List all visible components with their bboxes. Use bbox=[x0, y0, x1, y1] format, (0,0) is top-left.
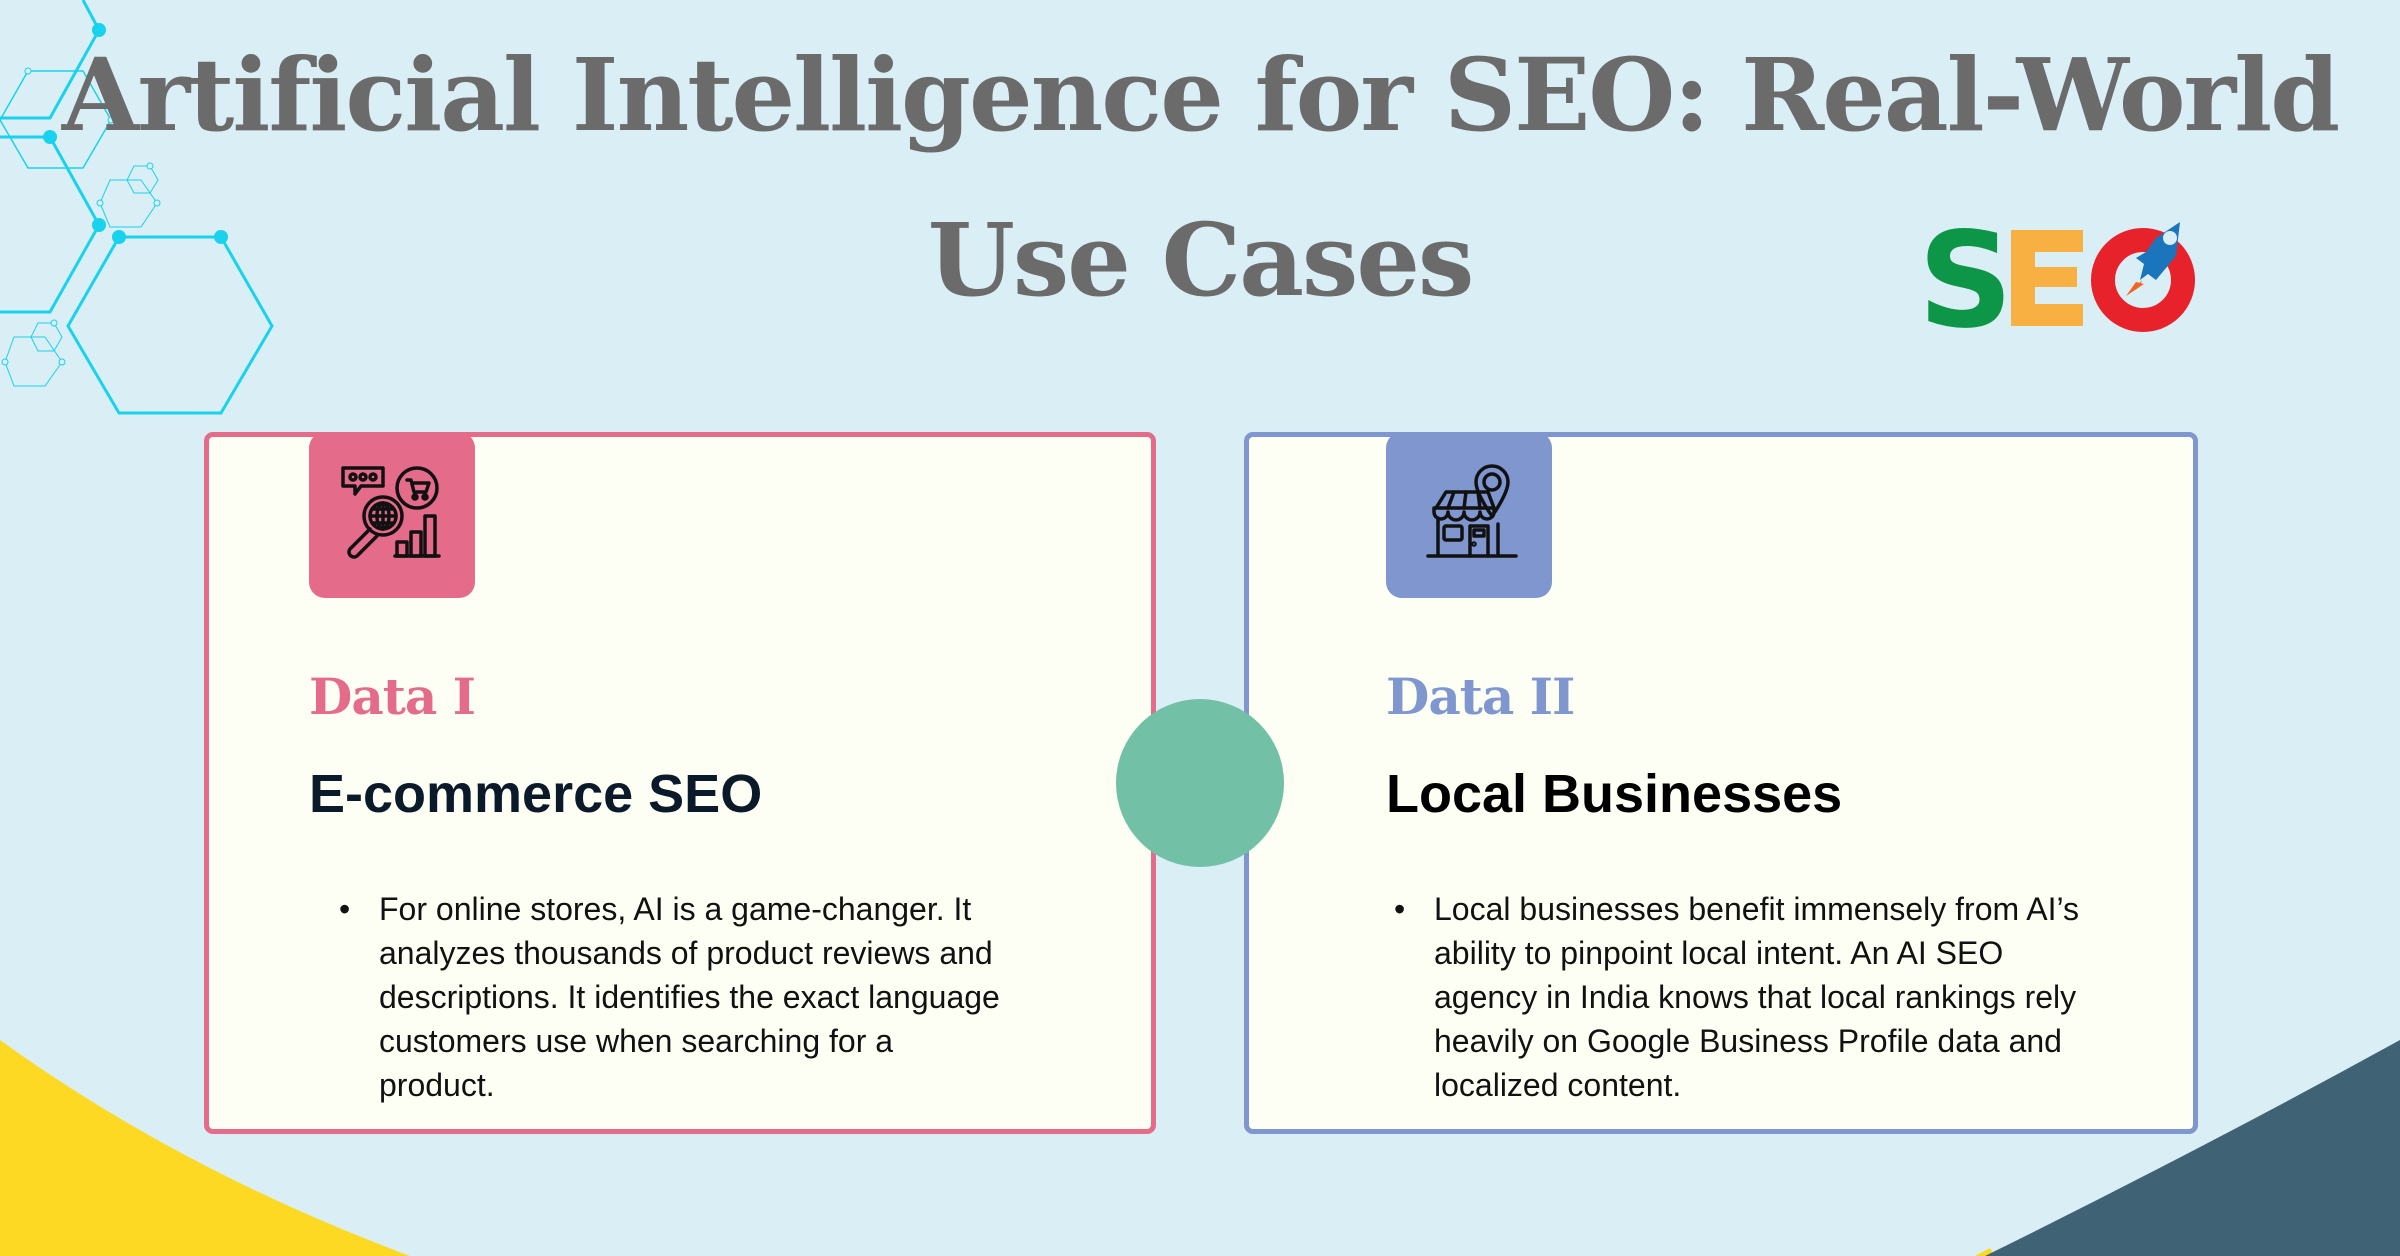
page-title-line-1: Artificial Intelligence for SEO: Real-Wo… bbox=[61, 36, 2340, 154]
yellow-corner-shape bbox=[0, 1040, 410, 1256]
list-item: • Local businesses benefit immensely fro… bbox=[1394, 887, 2114, 1107]
rocket-icon bbox=[2126, 222, 2180, 296]
connector-circle bbox=[1116, 699, 1284, 867]
card-kicker: Data II bbox=[1386, 667, 1575, 726]
card-kicker: Data I bbox=[309, 667, 476, 726]
page-title-line-2: Use Cases bbox=[927, 201, 1475, 319]
card-bullet-list: • For online stores, AI is a game-change… bbox=[331, 887, 1009, 1107]
seo-logo-o bbox=[2091, 228, 2195, 332]
local-store-location-icon bbox=[1426, 464, 1518, 558]
card-icon-box bbox=[309, 432, 475, 598]
ecommerce-search-analytics-icon bbox=[341, 466, 441, 559]
hexagon-network-decoration bbox=[0, 0, 274, 415]
card-bullet-list: • Local businesses benefit immensely fro… bbox=[1386, 887, 2114, 1107]
bullet-icon: • bbox=[339, 891, 351, 927]
use-case-card-ecommerce: Data I E-commerce SEO • For online store… bbox=[204, 432, 1156, 1134]
bullet-icon: • bbox=[1394, 891, 1406, 927]
card-heading: Local Businesses bbox=[1386, 764, 1843, 824]
list-item: • For online stores, AI is a game-change… bbox=[339, 887, 1009, 1107]
card-icon-box bbox=[1386, 432, 1552, 598]
card-heading: E-commerce SEO bbox=[309, 764, 763, 824]
slate-corner-shape bbox=[1985, 1040, 2400, 1256]
bullet-text: Local businesses benefit immensely from … bbox=[1434, 891, 2080, 1103]
seo-logo-s: S bbox=[1918, 218, 2013, 338]
use-case-card-local: Data II Local Businesses • Local busines… bbox=[1244, 432, 2198, 1134]
seo-logo: S bbox=[1918, 218, 2195, 338]
bullet-text: For online stores, AI is a game-changer.… bbox=[379, 891, 1000, 1103]
